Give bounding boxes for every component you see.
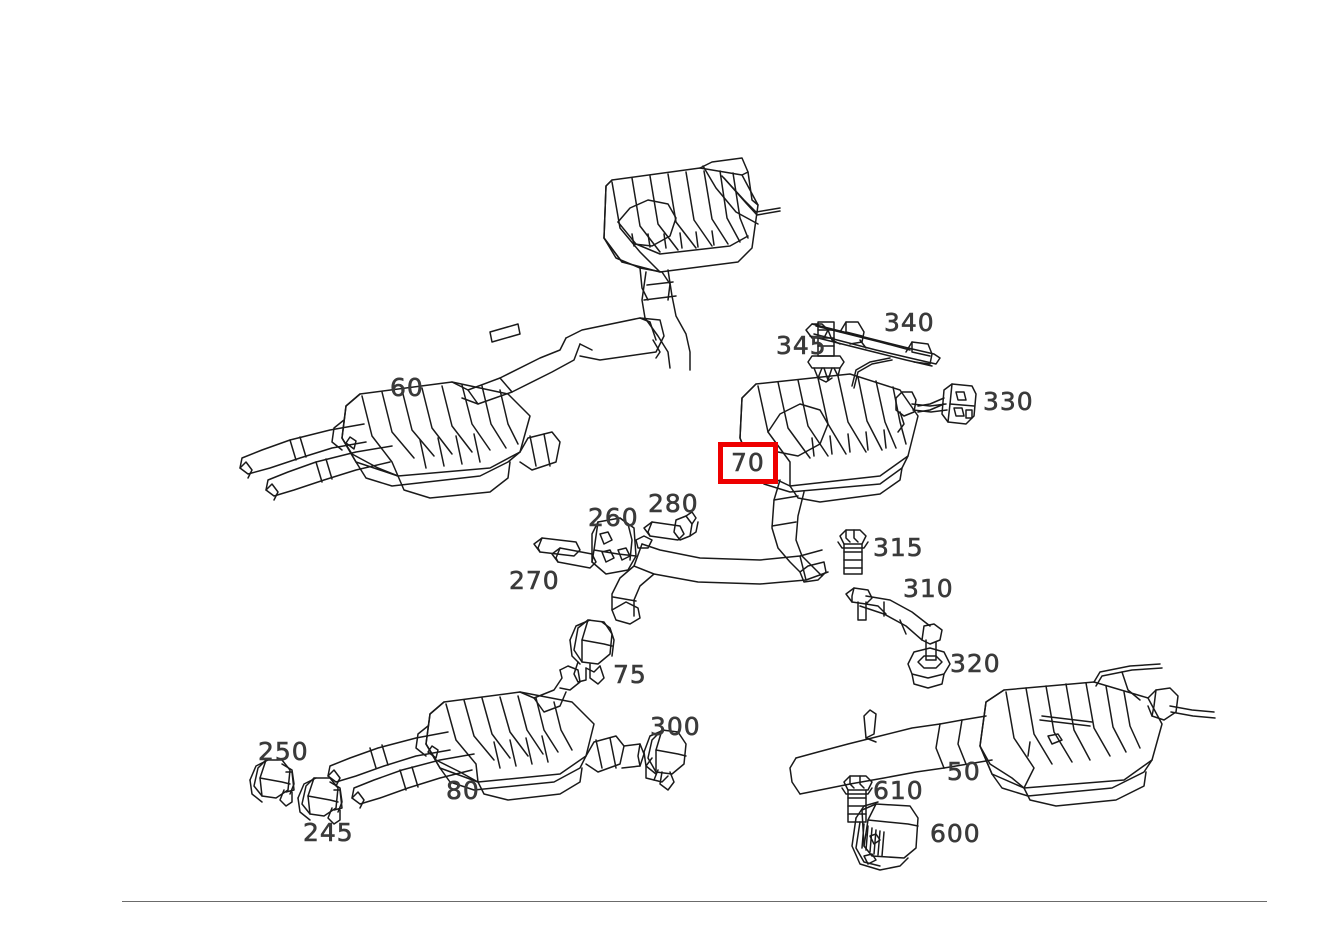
part-label-80[interactable]: 80: [446, 776, 480, 805]
rubber-mount-block-330: [917, 383, 977, 425]
front-muffler-60: [239, 317, 665, 501]
part-label-610[interactable]: 610: [873, 776, 924, 805]
part-label-345[interactable]: 345: [776, 331, 827, 360]
part-label-280[interactable]: 280: [648, 489, 699, 518]
part-label-320[interactable]: 320: [950, 649, 1001, 678]
pipe-clamp-300: [643, 729, 687, 791]
footer-divider: [122, 901, 1267, 902]
part-label-270[interactable]: 270: [509, 566, 560, 595]
part-label-75[interactable]: 75: [613, 660, 647, 689]
heat-shield-600-610: [841, 775, 919, 871]
part-label-70[interactable]: 70: [718, 442, 778, 484]
pipe-clamp-75: [569, 619, 615, 685]
part-label-340[interactable]: 340: [884, 308, 935, 337]
exhaust-clamp-250: [249, 759, 295, 807]
part-label-315[interactable]: 315: [873, 533, 924, 562]
part-label-60[interactable]: 60: [390, 373, 424, 402]
center-pipe: [611, 543, 829, 625]
part-label-250[interactable]: 250: [258, 737, 309, 766]
exhaust-clamp-245: [297, 777, 343, 825]
front-muffler-80: [327, 665, 645, 809]
top-muffler-assembly: [603, 157, 781, 371]
mount-group-260-270-280: [533, 511, 699, 575]
expanding-rivet-345: [807, 321, 845, 383]
support-rail-340: [805, 321, 941, 367]
hanger-bracket-310: [845, 587, 943, 661]
center-muffler-70: [739, 357, 948, 583]
part-label-245[interactable]: 245: [303, 818, 354, 847]
part-label-600[interactable]: 600: [930, 819, 981, 848]
hanger-bolt-315: [837, 529, 869, 575]
part-label-300[interactable]: 300: [650, 712, 701, 741]
rubber-grommet-320: [907, 647, 951, 689]
rear-muffler-50: [789, 663, 1216, 807]
part-label-260[interactable]: 260: [588, 503, 639, 532]
part-label-50[interactable]: 50: [947, 757, 981, 786]
part-label-330[interactable]: 330: [983, 387, 1034, 416]
part-label-310[interactable]: 310: [903, 574, 954, 603]
